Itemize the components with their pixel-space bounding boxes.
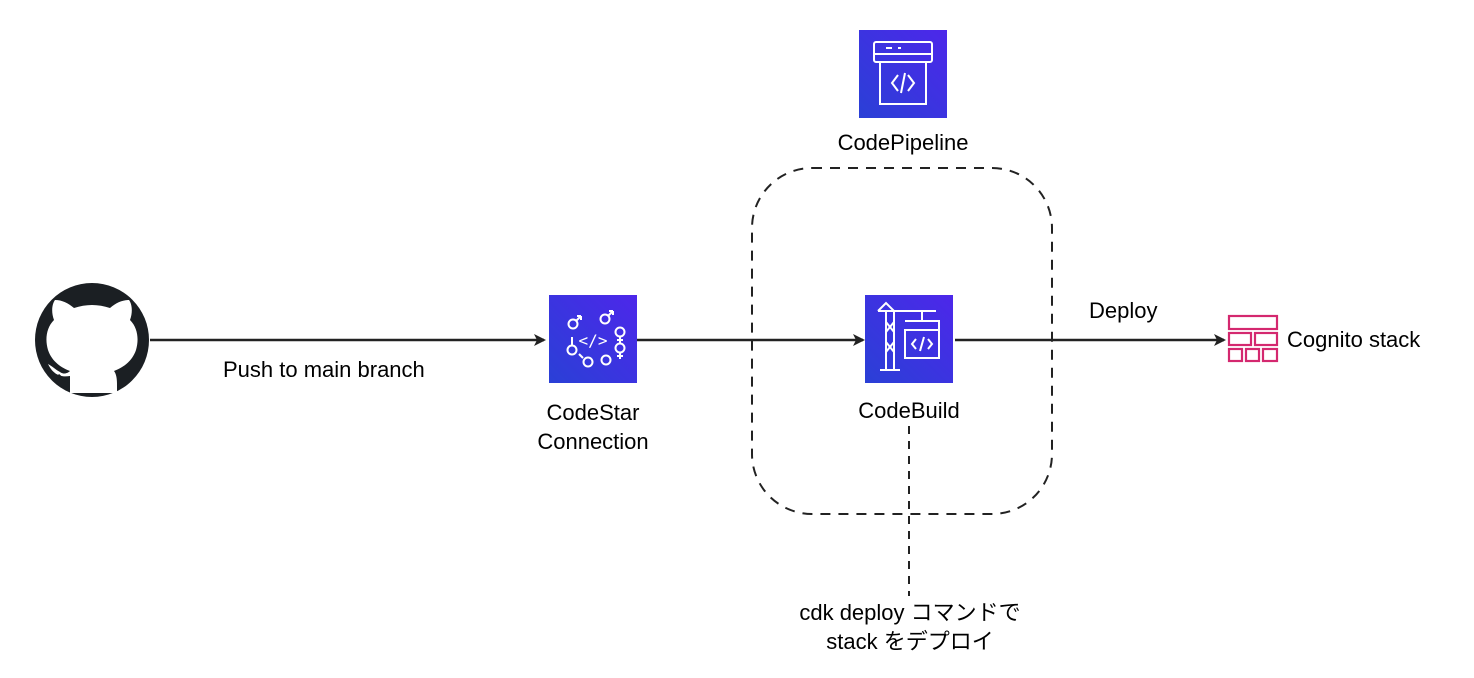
deploy-label: Deploy [1089, 298, 1158, 323]
cdk-deploy-note: cdk deploy コマンドで stack をデプロイ [799, 600, 1021, 654]
codestar-connection-label: CodeStar Connection [537, 400, 649, 454]
github-icon [35, 283, 149, 397]
svg-text:</>: </> [579, 331, 608, 350]
codebuild-icon [865, 295, 953, 383]
cognito-stack-label: Cognito stack [1287, 327, 1421, 352]
codestar-connection-icon: </> [549, 295, 637, 383]
push-label: Push to main branch [223, 357, 425, 382]
codebuild-label: CodeBuild [858, 398, 960, 423]
codepipeline-label: CodePipeline [837, 130, 969, 155]
codepipeline-icon [859, 30, 947, 118]
cloudformation-stack-icon [1227, 314, 1279, 363]
